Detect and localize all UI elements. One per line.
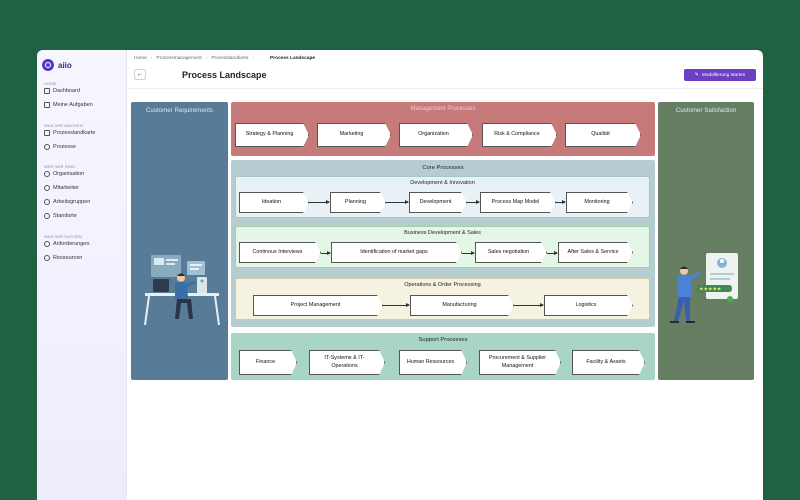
process-step-sales-negotiation[interactable]: Sales negotiation: [475, 242, 547, 263]
map-icon: [44, 130, 50, 136]
group-icon: [44, 199, 50, 205]
process-step-project-management[interactable]: Project Management: [253, 295, 383, 316]
process-step-logistics[interactable]: Logistics: [544, 295, 633, 316]
nav-section-home: HOME: [44, 81, 57, 86]
flow-arrow: [514, 303, 544, 307]
process-step-planning[interactable]: Planning: [330, 192, 386, 213]
flow-arrow: [462, 251, 475, 255]
process-step-qualitaet[interactable]: Qualität: [565, 123, 641, 147]
process-step-monitoring[interactable]: Monitoring: [566, 192, 633, 213]
process-step-process-map-model[interactable]: Process Map Model: [480, 192, 556, 213]
sidebar-item-arbeitsgruppen[interactable]: Arbeitsgruppen: [44, 199, 90, 205]
breadcrumb-home[interactable]: Home: [134, 56, 147, 61]
flow-arrow: [467, 200, 480, 204]
sidebar-item-label: Prozesslandkarte: [53, 130, 96, 136]
process-step-after-sales-service[interactable]: After Sales & Service: [558, 242, 633, 263]
flow-arrow: [547, 251, 558, 255]
sidebar-item-meine-aufgaben[interactable]: Meine Aufgaben: [44, 102, 93, 108]
process-step-manufacturing[interactable]: Manufacturing: [410, 295, 514, 316]
location-icon: [44, 213, 50, 219]
nav-section-was-wir-machen: WAS WIR MACHEN: [44, 123, 84, 128]
page-title: Process Landscape: [182, 70, 267, 80]
process-step-human-ressources[interactable]: Human Ressources: [399, 350, 467, 375]
sidebar-item-anforderungen[interactable]: Anforderungen: [44, 241, 89, 247]
aiio-logo-icon: [42, 59, 54, 71]
flow-arrow: [556, 200, 566, 204]
person-with-review-illustration: ★★★★★: [670, 253, 738, 323]
customer-satisfaction-column[interactable]: Customer Satisfaction ★★★★★: [658, 102, 754, 380]
start-modeling-label: Modellierung starten: [701, 72, 746, 78]
sidebar-item-label: Organisation: [53, 171, 85, 177]
user-icon: [44, 185, 50, 191]
breadcrumb-prozessmanagement[interactable]: Prozessmanagement: [156, 56, 202, 61]
process-step-market-gaps[interactable]: Identification of market gaps: [331, 242, 462, 263]
sidebar-item-label: Ressourcen: [53, 255, 83, 261]
sidebar-item-mitarbeiter[interactable]: Mitarbeiter: [44, 185, 79, 191]
logo-text: aiio: [58, 60, 72, 70]
process-step-continous-interviews[interactable]: Continous Interviews: [239, 242, 321, 263]
sidebar-item-label: Standorte: [53, 213, 77, 219]
sidebar: aiio HOME Dashboard Meine Aufgaben WAS W…: [37, 50, 127, 500]
development-innovation-title: Development & Innovation: [410, 180, 475, 186]
process-step-development[interactable]: Development: [409, 192, 467, 213]
process-step-facility-assets[interactable]: Facility & Assets: [572, 350, 645, 375]
process-step-risk-compliance[interactable]: Risk & Compliance: [482, 123, 557, 147]
process-icon: [44, 144, 50, 150]
process-step-finance[interactable]: Finance: [239, 350, 297, 375]
back-button[interactable]: ←: [134, 69, 146, 80]
breadcrumb-prozesslandkarte[interactable]: Prozesslandkarte: [211, 56, 249, 61]
core-processes-title: Core Processes: [422, 165, 464, 171]
chevron-right-icon: ›: [252, 56, 255, 61]
sidebar-item-label: Mitarbeiter: [53, 185, 79, 191]
customer-requirements-title: Customer Requirements: [145, 107, 214, 114]
org-icon: [44, 171, 50, 177]
logo[interactable]: aiio: [42, 59, 72, 71]
sidebar-item-label: Meine Aufgaben: [53, 102, 93, 108]
flow-arrow: [321, 251, 331, 255]
sidebar-item-prozesse[interactable]: Prozesse: [44, 144, 76, 150]
process-step-marketing[interactable]: Marketing: [317, 123, 391, 147]
sidebar-item-label: Anforderungen: [53, 241, 90, 247]
business-development-sales-title: Business Development & Sales: [404, 230, 481, 236]
sidebar-item-organisation[interactable]: Organisation: [44, 171, 84, 177]
header-divider: [127, 88, 763, 89]
process-step-strategy-planning[interactable]: Strategy & Planning: [235, 123, 309, 147]
app-window: aiio HOME Dashboard Meine Aufgaben WAS W…: [37, 50, 763, 500]
sidebar-item-standorte[interactable]: Standorte: [44, 213, 77, 219]
management-processes-title: Management Processes: [410, 106, 476, 112]
resources-icon: [44, 255, 50, 261]
sidebar-item-prozesslandkarte[interactable]: Prozesslandkarte: [44, 130, 96, 136]
breadcrumb: Home › Prozessmanagement › Prozesslandka…: [134, 56, 315, 61]
process-step-procurement[interactable]: Procurement & Supplier Management: [479, 350, 561, 375]
sidebar-item-label: Dashboard: [53, 88, 80, 94]
chevron-right-icon: ›: [205, 56, 208, 61]
home-icon: [44, 88, 50, 94]
sidebar-item-label: Arbeitsgruppen: [53, 199, 91, 205]
start-modeling-button[interactable]: ✎ Modellierung starten: [684, 69, 756, 81]
process-step-organization[interactable]: Organization: [399, 123, 473, 147]
requirements-icon: [44, 241, 50, 247]
operations-order-processing-title: Operations & Order Processing: [404, 282, 481, 288]
pencil-icon: ✎: [694, 72, 699, 78]
tasks-icon: [44, 102, 50, 108]
sidebar-item-ressourcen[interactable]: Ressourcen: [44, 255, 82, 261]
flow-arrow: [383, 303, 410, 307]
sidebar-item-label: Prozesse: [53, 144, 76, 150]
process-step-ideation[interactable]: Ideation: [239, 192, 309, 213]
process-map-canvas[interactable]: Customer Requirements: [127, 89, 763, 500]
flow-arrow: [309, 200, 330, 204]
process-step-it-systeme[interactable]: IT-Systeme & IT-Operations: [309, 350, 385, 375]
nav-section-was-wir-nutzen: WAS WIR NUTZEN: [44, 234, 82, 239]
breadcrumb-current: Process Landscape: [270, 56, 316, 61]
chevron-right-icon: ›: [150, 56, 153, 61]
customer-satisfaction-title: Customer Satisfaction: [675, 107, 737, 114]
nav-section-wer-wir-sind: WER WIR SIND: [44, 164, 76, 169]
flow-arrow: [386, 200, 409, 204]
svg-text:★★★★★: ★★★★★: [699, 287, 722, 293]
support-processes-title: Support Processes: [418, 337, 468, 343]
sidebar-item-dashboard[interactable]: Dashboard: [44, 88, 80, 94]
customer-requirements-column[interactable]: Customer Requirements: [131, 102, 228, 380]
person-at-desk-illustration: [144, 255, 220, 326]
